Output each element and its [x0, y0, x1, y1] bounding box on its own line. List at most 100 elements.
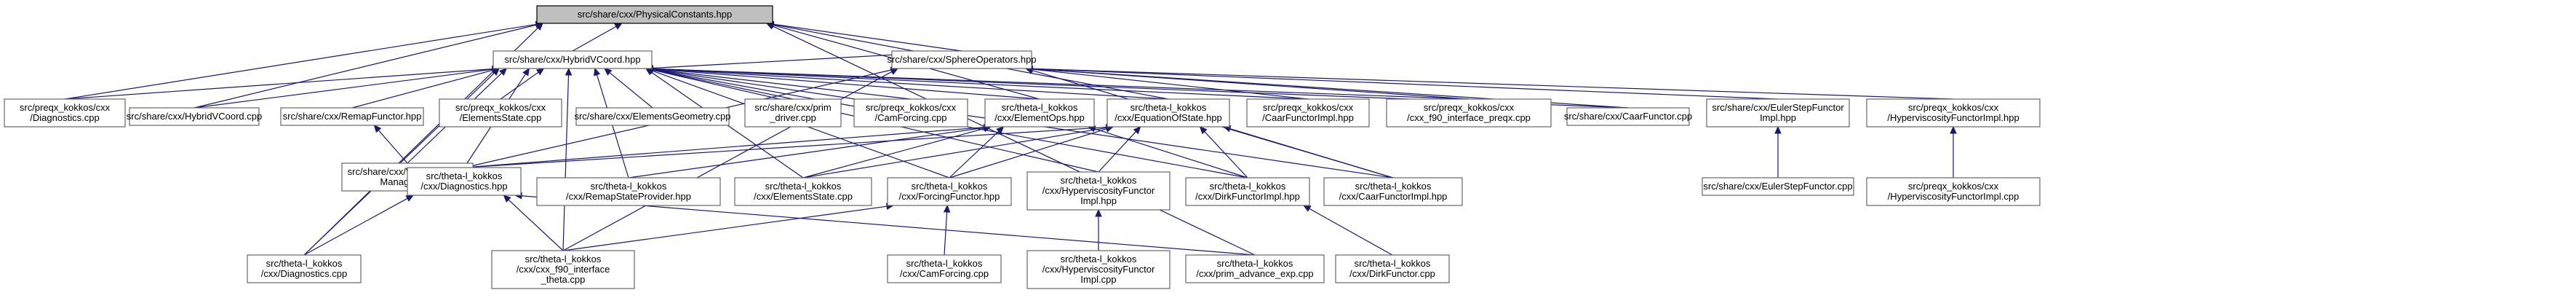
file-node-esfc[interactable]: src/share/cxx/EulerStepFunctor.cpp — [1702, 177, 1854, 196]
file-node-tf90[interactable]: src/theta-l_kokkos/cxx/cxx_f90_interface… — [491, 250, 635, 289]
include-edge — [1309, 208, 1393, 256]
file-node-label: src/preqx_kokkos/cxx — [1263, 102, 1354, 113]
file-node-box — [407, 167, 522, 196]
file-node-label: src/preqx_kokkos/cxx — [455, 102, 546, 113]
include-edge — [773, 23, 962, 52]
file-node-label: /cxx/prim_advance_exp.cpp — [1196, 268, 1313, 279]
include-edge — [572, 26, 617, 52]
include-edge — [562, 74, 570, 251]
file-node-tes[interactable]: src/theta-l_kokkos/cxx/ElementsState.cpp — [734, 177, 872, 206]
file-node-eg[interactable]: src/share/cxx/ElementsGeometry.cpp — [574, 107, 731, 126]
include-edge-arrowhead — [522, 67, 530, 77]
file-node-label: /CamForcing.cpp — [875, 112, 947, 123]
include-edge — [1032, 68, 1779, 100]
file-node-label: src/theta-l_kokkos — [1131, 102, 1207, 113]
include-edge — [652, 68, 912, 100]
file-node-phvi[interactable]: src/preqx_kokkos/cxx/HyperviscosityFunct… — [1866, 98, 2041, 128]
file-node-rsp[interactable]: src/theta-l_kokkos/cxx/RemapStateProvide… — [536, 177, 721, 206]
file-node-label: Impl.hpp — [1760, 112, 1796, 123]
file-node-box — [1185, 177, 1310, 206]
file-node-tcam[interactable]: src/theta-l_kokkos/cxx/CamForcing.cpp — [887, 254, 1002, 283]
file-node-box — [1026, 250, 1171, 289]
file-node-label: _driver.cpp — [769, 112, 816, 123]
include-edge-arrowhead — [996, 126, 1005, 134]
include-edge-arrowhead — [1774, 125, 1782, 134]
file-node-label: /HyperviscosityFunctorImpl.hpp — [1887, 112, 2019, 123]
file-node-label: src/theta-l_kokkos — [1355, 258, 1431, 269]
file-node-label: src/theta-l_kokkos — [1061, 175, 1137, 186]
file-node-box — [744, 98, 842, 128]
include-edge — [1204, 131, 1248, 179]
file-node-box — [1702, 177, 1854, 196]
file-node-eo[interactable]: src/theta-l_kokkos/cxx/ElementOps.hpp — [984, 98, 1095, 128]
include-edge — [500, 71, 539, 100]
include-edge-arrowhead — [890, 68, 899, 75]
file-node-label: src/share/cxx/prim — [754, 102, 831, 113]
include-edge — [652, 69, 794, 100]
file-node-so[interactable]: src/share/cxx/SphereOperators.hpp — [887, 50, 1037, 69]
file-node-tcf[interactable]: src/theta-l_kokkos/cxx/CaarFunctorImpl.h… — [1323, 177, 1463, 206]
file-node-label: src/theta-l_kokkos — [266, 258, 343, 269]
file-node-label: /cxx/DirkFunctor.cpp — [1349, 268, 1435, 279]
file-node-pdg[interactable]: src/preqx_kokkos/cxx/Diagnostics.cpp — [4, 98, 126, 128]
include-edge-arrowhead — [1950, 125, 1957, 134]
file-node-tff[interactable]: src/theta-l_kokkos/cxx/ForcingFunctor.hp… — [887, 177, 1012, 206]
file-node-label: src/theta-l_kokkos — [906, 258, 983, 269]
file-node-hv[interactable]: src/share/cxx/HybridVCoord.hpp — [493, 50, 653, 69]
file-node-tdc[interactable]: src/theta-l_kokkos/cxx/Diagnostics.cpp — [247, 254, 362, 283]
file-node-label: src/theta-l_kokkos — [1217, 258, 1293, 269]
file-node-cf[interactable]: src/share/cxx/CaarFunctor.cpp — [1564, 107, 1692, 126]
include-edge-arrowhead — [1302, 205, 1312, 212]
include-edge — [772, 26, 1256, 256]
file-node-label: src/theta-l_kokkos — [1355, 181, 1432, 192]
file-node-box — [853, 98, 968, 128]
include-edge-arrowhead — [405, 195, 415, 202]
file-node-tdf[interactable]: src/theta-l_kokkos/cxx/DirkFunctorImpl.h… — [1185, 177, 1310, 206]
file-node-eos[interactable]: src/theta-l_kokkos/cxx/EquationOfState.h… — [1106, 98, 1230, 128]
file-node-phvc[interactable]: src/preqx_kokkos/cxx/HyperviscosityFunct… — [1866, 177, 2041, 206]
file-node-hvc[interactable]: src/share/cxx/HybridVCoord.cpp — [127, 107, 262, 126]
file-node-label: src/share/cxx/EulerStepFunctor.cpp — [1703, 181, 1852, 192]
file-node-tdfc[interactable]: src/theta-l_kokkos/cxx/DirkFunctor.cpp — [1335, 254, 1450, 283]
file-node-tdh[interactable]: src/theta-l_kokkos/cxx/Diagnostics.hpp — [407, 167, 522, 196]
file-node-label: src/theta-l_kokkos — [426, 170, 503, 181]
file-node-box — [1866, 177, 2041, 206]
file-node-box — [536, 177, 721, 206]
file-node-box — [1706, 98, 1850, 128]
file-node-label: /cxx/HyperviscosityFunctor — [1042, 185, 1155, 196]
file-node-pes[interactable]: src/preqx_kokkos/cxx/ElementsState.cpp — [439, 98, 562, 128]
file-node-box — [1026, 171, 1171, 211]
file-node-pcfi[interactable]: src/preqx_kokkos/cxx/CaarFunctorImpl.hpp — [1246, 98, 1370, 128]
file-node-pf90[interactable]: src/preqx_kokkos/cxx/cxx_f90_interface_p… — [1386, 98, 1552, 128]
include-edge — [1032, 68, 1309, 100]
include-edge-arrowhead — [535, 23, 543, 31]
file-node-tpa[interactable]: src/theta-l_kokkos/cxx/prim_advance_exp.… — [1185, 254, 1325, 283]
file-node-label: /cxx/ElementsState.cpp — [754, 191, 853, 202]
include-edge-arrowhead — [535, 68, 545, 76]
file-node-pcf[interactable]: src/preqx_kokkos/cxx/CamForcing.cpp — [853, 98, 968, 128]
include-edge — [652, 68, 1040, 100]
file-node-label: src/share/cxx/RemapFunctor.hpp — [283, 111, 422, 122]
include-edge — [303, 197, 408, 256]
include-edge — [652, 68, 1169, 100]
file-node-box — [1246, 98, 1370, 128]
include-edge — [949, 130, 1000, 179]
include-edge-arrowhead — [565, 67, 573, 76]
include-edge — [463, 127, 985, 168]
file-node-box — [1335, 254, 1450, 283]
file-node-pd[interactable]: src/share/cxx/prim_driver.cpp — [744, 98, 842, 128]
file-node-label: /cxx/DirkFunctorImpl.hpp — [1195, 191, 1300, 202]
include-edge — [609, 72, 653, 109]
file-node-pc[interactable]: src/share/cxx/PhysicalConstants.hpp — [536, 5, 773, 24]
file-node-label: src/share/cxx/PhysicalConstants.hpp — [578, 9, 732, 20]
include-edge — [944, 211, 948, 256]
file-node-box — [891, 50, 1032, 69]
file-node-thv[interactable]: src/theta-l_kokkos/cxx/HyperviscosityFun… — [1026, 171, 1171, 211]
include-edge — [628, 127, 985, 179]
file-node-rfh[interactable]: src/share/cxx/RemapFunctor.hpp — [280, 107, 424, 126]
file-node-thvc[interactable]: src/theta-l_kokkos/cxx/HyperviscosityFun… — [1026, 250, 1171, 289]
include-edge — [1032, 68, 1954, 100]
file-node-box — [1106, 98, 1230, 128]
